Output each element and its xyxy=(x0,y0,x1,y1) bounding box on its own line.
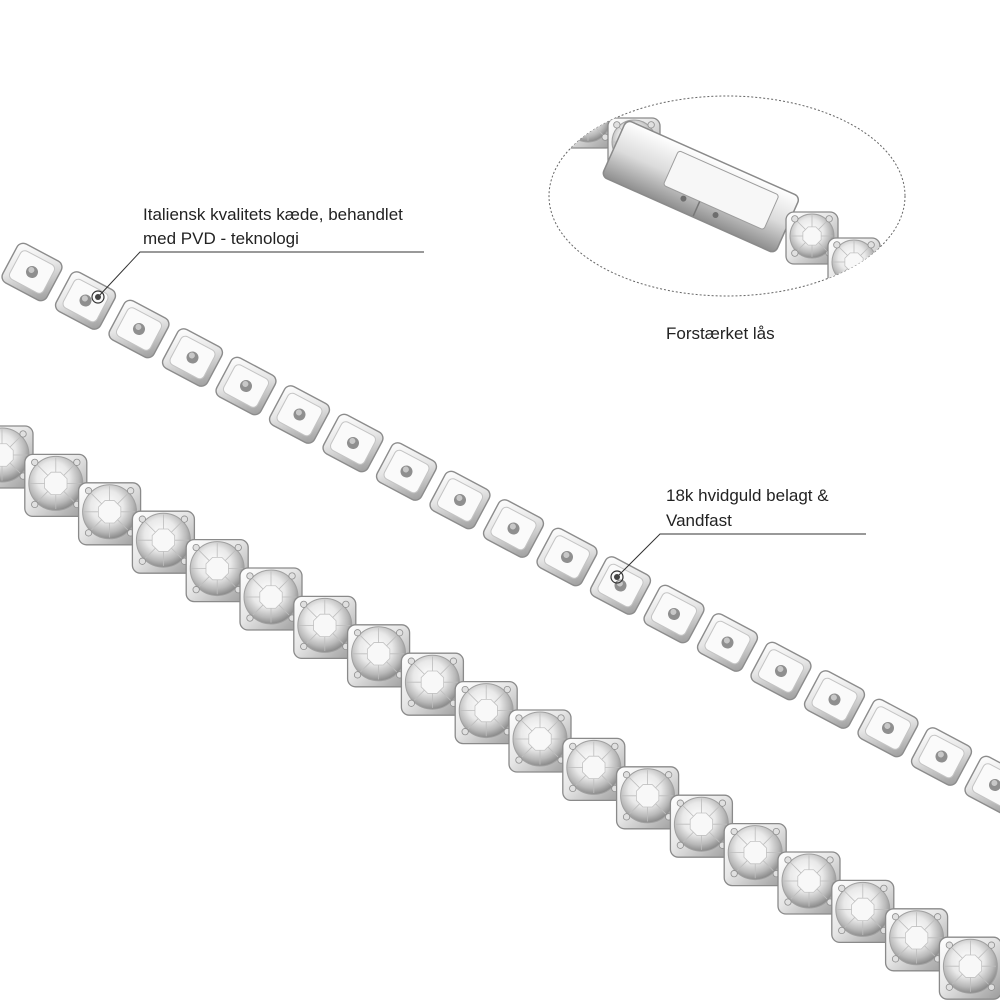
stone-setting xyxy=(831,879,895,944)
chain-link xyxy=(643,584,705,644)
stone-setting xyxy=(615,766,680,830)
stone-setting xyxy=(827,237,881,291)
chain-link xyxy=(1,242,63,302)
stone-setting xyxy=(24,453,88,518)
callout-chain-quality: Italiensk kvalitets kæde, behandlet med … xyxy=(143,203,443,251)
callout-coating: 18k hvidguld belagt & Vandfast xyxy=(666,483,906,533)
stone-setting xyxy=(669,794,734,858)
chain-link xyxy=(696,613,759,672)
chain-link xyxy=(54,271,117,330)
chain-link xyxy=(482,499,545,558)
chain-link xyxy=(161,328,224,387)
chain-link xyxy=(429,470,491,530)
stone-setting xyxy=(777,851,841,915)
callout-coating-line1: 18k hvidguld belagt & xyxy=(666,486,829,505)
marker-dot-icon xyxy=(95,294,101,300)
leader-line-chain xyxy=(97,251,424,298)
chain-link xyxy=(536,527,598,587)
chain-back-links xyxy=(1,242,1000,815)
stone-setting xyxy=(185,538,249,603)
stone-setting xyxy=(239,567,303,631)
chain-front-stones xyxy=(0,425,1000,1000)
stone-setting xyxy=(77,482,142,546)
callout-lock: Forstærket lås xyxy=(666,324,775,343)
stone-setting xyxy=(562,737,626,802)
leader-lines xyxy=(91,251,866,584)
stone-setting xyxy=(785,211,839,265)
stone-setting xyxy=(346,624,411,688)
chain-link xyxy=(857,698,919,758)
callout-coating-line2: Vandfast xyxy=(666,511,732,530)
chain-link xyxy=(322,413,384,473)
chain-link xyxy=(375,442,438,501)
marker-dot-icon xyxy=(614,574,620,580)
chain-link xyxy=(750,641,812,701)
callout-chain-line2: med PVD - teknologi xyxy=(143,229,299,248)
stone-setting xyxy=(508,709,572,773)
stone-setting xyxy=(884,908,949,972)
stone-setting xyxy=(561,96,615,149)
chain-link xyxy=(964,755,1000,815)
chain-link xyxy=(108,299,170,359)
chain-link xyxy=(803,670,866,729)
stone-setting xyxy=(938,936,1000,1000)
stone-setting xyxy=(723,822,787,887)
callout-chain-line1: Italiensk kvalitets kæde, behandlet xyxy=(143,205,403,224)
clasp-body xyxy=(602,120,800,253)
chain-link xyxy=(215,356,277,416)
leader-line-coating xyxy=(616,533,866,578)
stone-setting xyxy=(454,680,518,745)
chain-link xyxy=(910,727,973,786)
chain-link xyxy=(268,385,331,444)
chain-link xyxy=(589,556,652,615)
clasp-detail xyxy=(548,95,906,297)
marker-ring-icon xyxy=(610,570,624,584)
stone-setting xyxy=(293,595,357,660)
marker-ring-icon xyxy=(91,290,105,304)
stone-setting xyxy=(400,652,465,716)
stone-setting xyxy=(131,510,196,574)
